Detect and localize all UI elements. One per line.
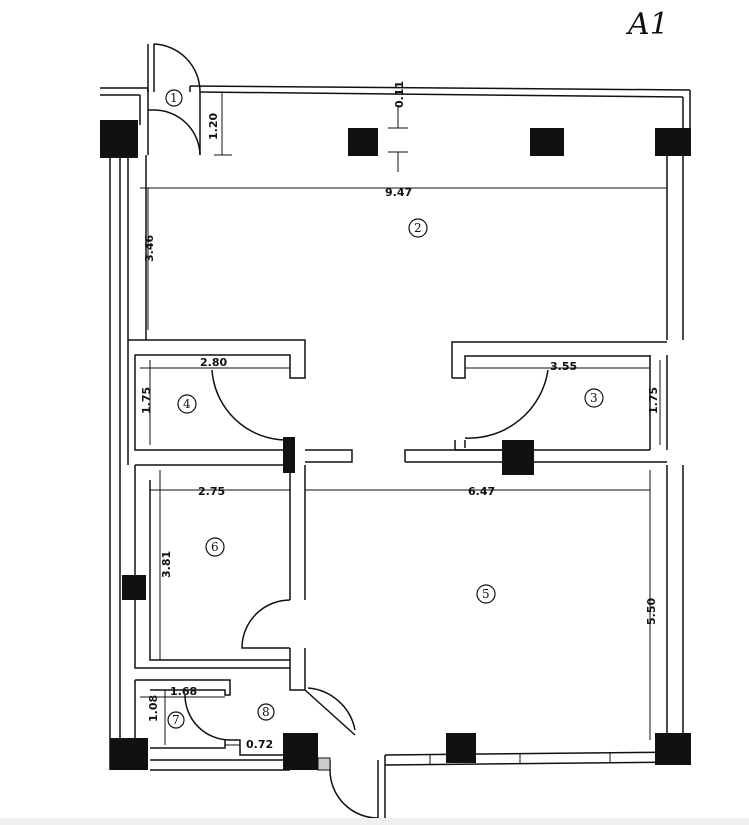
dimension-lines: [140, 92, 667, 746]
outer-wall-bottom: [150, 751, 691, 771]
room3-door: [464, 369, 549, 439]
outer-wall-right: [649, 150, 684, 735]
room7-door: [184, 694, 231, 741]
svg-text:4: 4: [183, 397, 191, 411]
corridor-wall: [135, 449, 667, 466]
room-label-5: 5: [476, 584, 496, 604]
dim-2-75: 2.75: [198, 485, 225, 498]
room-label-4: 4: [177, 394, 197, 414]
svg-text:6: 6: [211, 540, 219, 554]
dim-0-72: 0.72: [246, 738, 273, 751]
dim-1-75-right: 1.75: [647, 387, 660, 414]
room-label-1: 1: [165, 89, 183, 107]
room-label-6: 6: [205, 537, 225, 557]
exit-door: [317, 755, 386, 819]
dim-1-68: 1.68: [170, 685, 197, 698]
svg-text:1: 1: [170, 91, 178, 105]
outer-wall-left: [109, 155, 147, 770]
signature: A1: [625, 7, 669, 42]
entrance-door: [147, 43, 201, 156]
dim-2-80: 2.80: [200, 356, 227, 369]
room-label-3: 3: [584, 388, 604, 408]
dim-3-81: 3.81: [160, 551, 173, 578]
dim-9-47: 9.47: [385, 186, 412, 199]
columns: [100, 120, 691, 770]
room-label-8: 8: [257, 703, 275, 721]
svg-text:3: 3: [590, 391, 598, 405]
dim-1-20: 1.20: [207, 113, 220, 140]
dim-1-08: 1.08: [147, 695, 160, 722]
dim-3-55: 3.55: [550, 360, 577, 373]
dim-1-75-left: 1.75: [140, 387, 153, 414]
svg-text:5: 5: [482, 587, 490, 601]
entrance-wall: [100, 86, 201, 155]
svg-text:2: 2: [414, 221, 422, 235]
dim-5-50: 5.50: [645, 598, 658, 625]
outer-wall-top: [189, 85, 691, 130]
bottom-strip: [0, 818, 749, 825]
partition-room3: [451, 341, 667, 451]
dim-0-11: 0.11: [393, 81, 406, 108]
room-label-7: 7: [167, 711, 185, 729]
room6-walls: [134, 465, 306, 691]
dim-3-46: 3.46: [143, 235, 156, 262]
room7-8-walls: [134, 679, 356, 756]
svg-text:8: 8: [262, 705, 270, 719]
room-label-2: 2: [408, 218, 428, 238]
dim-6-47: 6.47: [468, 485, 495, 498]
partition-room4: [127, 339, 306, 465]
room4-door: [211, 369, 288, 441]
svg-text:7: 7: [172, 713, 180, 727]
room6-door: [241, 599, 291, 649]
